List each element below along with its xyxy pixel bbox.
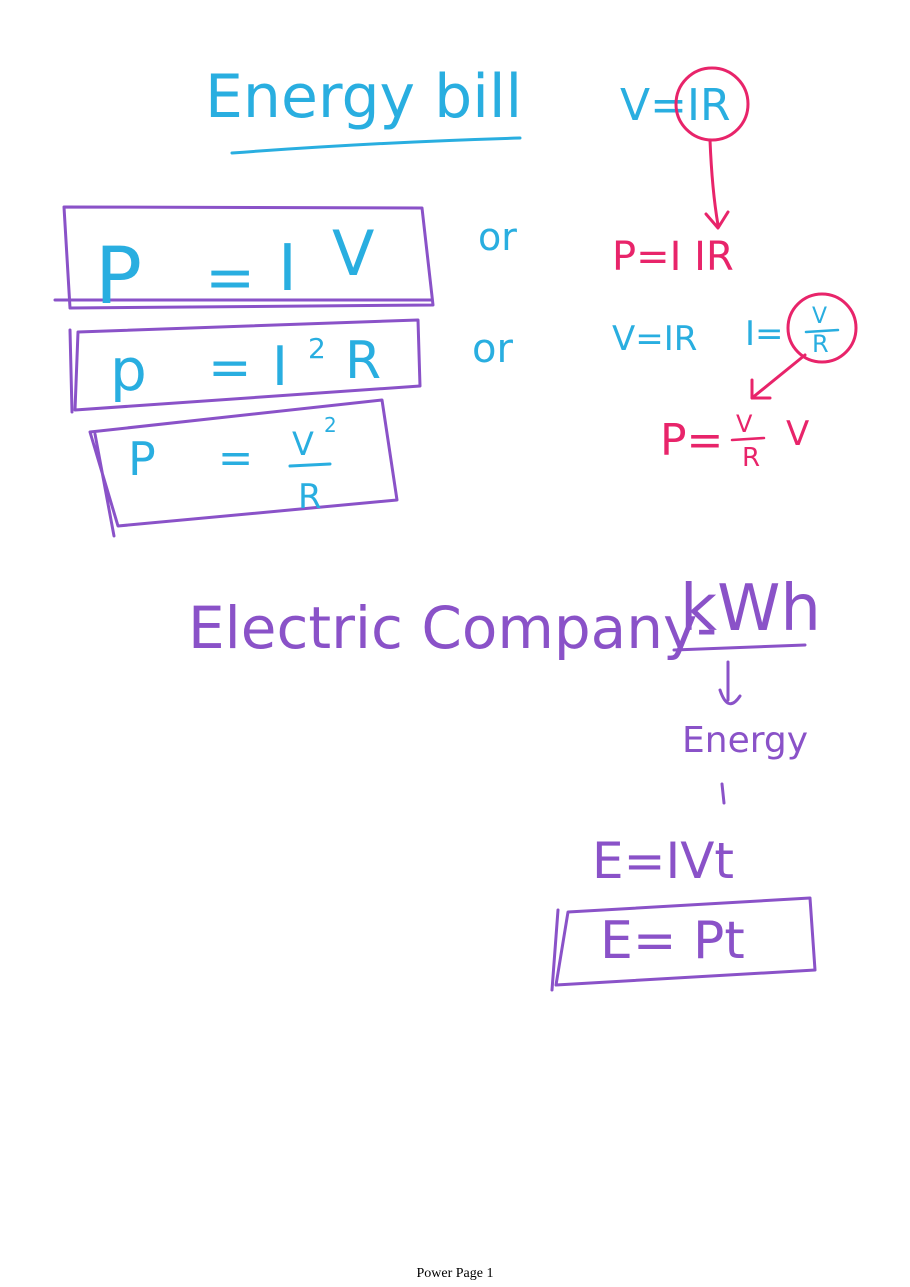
- kwh-underline: [672, 643, 807, 652]
- or-label-1: or: [478, 215, 517, 259]
- deriv-i-num: V: [812, 304, 827, 329]
- deriv-i-den: R: [812, 330, 829, 358]
- deriv-p-num: V: [736, 410, 753, 438]
- deriv-p-eq: P=: [660, 415, 723, 466]
- box-p-iv: [53, 205, 435, 310]
- box-e-pt: [550, 896, 817, 992]
- box-p-i2r: [68, 318, 422, 414]
- eq3-den: R: [298, 477, 322, 517]
- eq2-sup: 2: [308, 332, 326, 365]
- eq1-eq: =: [205, 243, 255, 313]
- equation-p-iv: P = I V: [95, 217, 374, 322]
- title-underline: [230, 136, 522, 155]
- deriv-p-tail: V: [786, 414, 809, 454]
- deriv-circle-vr: [786, 292, 858, 364]
- kwh-arrow: [718, 660, 742, 706]
- eq3-eq: =: [218, 433, 253, 482]
- box-p-v2r: [88, 398, 399, 538]
- eq3-num: V: [292, 425, 314, 463]
- eq2-i: I: [272, 335, 288, 398]
- energy-word: Energy: [682, 720, 808, 761]
- deriv-arrow-diag: [750, 353, 807, 400]
- deriv-i-eq: I=: [745, 314, 784, 354]
- eq3-fraction-bar: [288, 462, 332, 468]
- kwh-unit: kWh: [680, 572, 821, 646]
- deriv-p-den: R: [742, 443, 760, 473]
- eq2-eq: =: [208, 338, 252, 398]
- deriv-p-i-ir: P=I IR: [612, 234, 734, 280]
- equation-p-i2r: p = I 2 R: [110, 331, 381, 404]
- eq3-sup: 2: [324, 413, 337, 437]
- eq3-p: P: [128, 432, 156, 486]
- deriv-arrow-down: [704, 138, 730, 230]
- deriv-v-ir-2: V=IR: [612, 319, 697, 359]
- eq1-i: I: [278, 232, 297, 306]
- eq1-v: V: [332, 217, 374, 290]
- deriv-i-bar: [804, 328, 840, 334]
- deriv-circle-ir: [674, 66, 750, 142]
- eq1-p: P: [95, 232, 142, 322]
- eq2-p: p: [110, 336, 147, 404]
- equation-p-v2r: P = V 2 R: [128, 413, 337, 517]
- deriv-p-bar: [730, 436, 766, 442]
- e-ivt-formula: E=IVt: [592, 832, 734, 890]
- page-footer: Power Page 1: [416, 1266, 494, 1281]
- eq2-r: R: [345, 331, 381, 391]
- or-label-2: or: [472, 326, 513, 372]
- electric-company-label: Electric Company-: [188, 594, 717, 662]
- title-text: Energy bill: [205, 62, 522, 132]
- e-pt-formula: E= Pt: [600, 911, 745, 971]
- energy-connector: [720, 782, 726, 805]
